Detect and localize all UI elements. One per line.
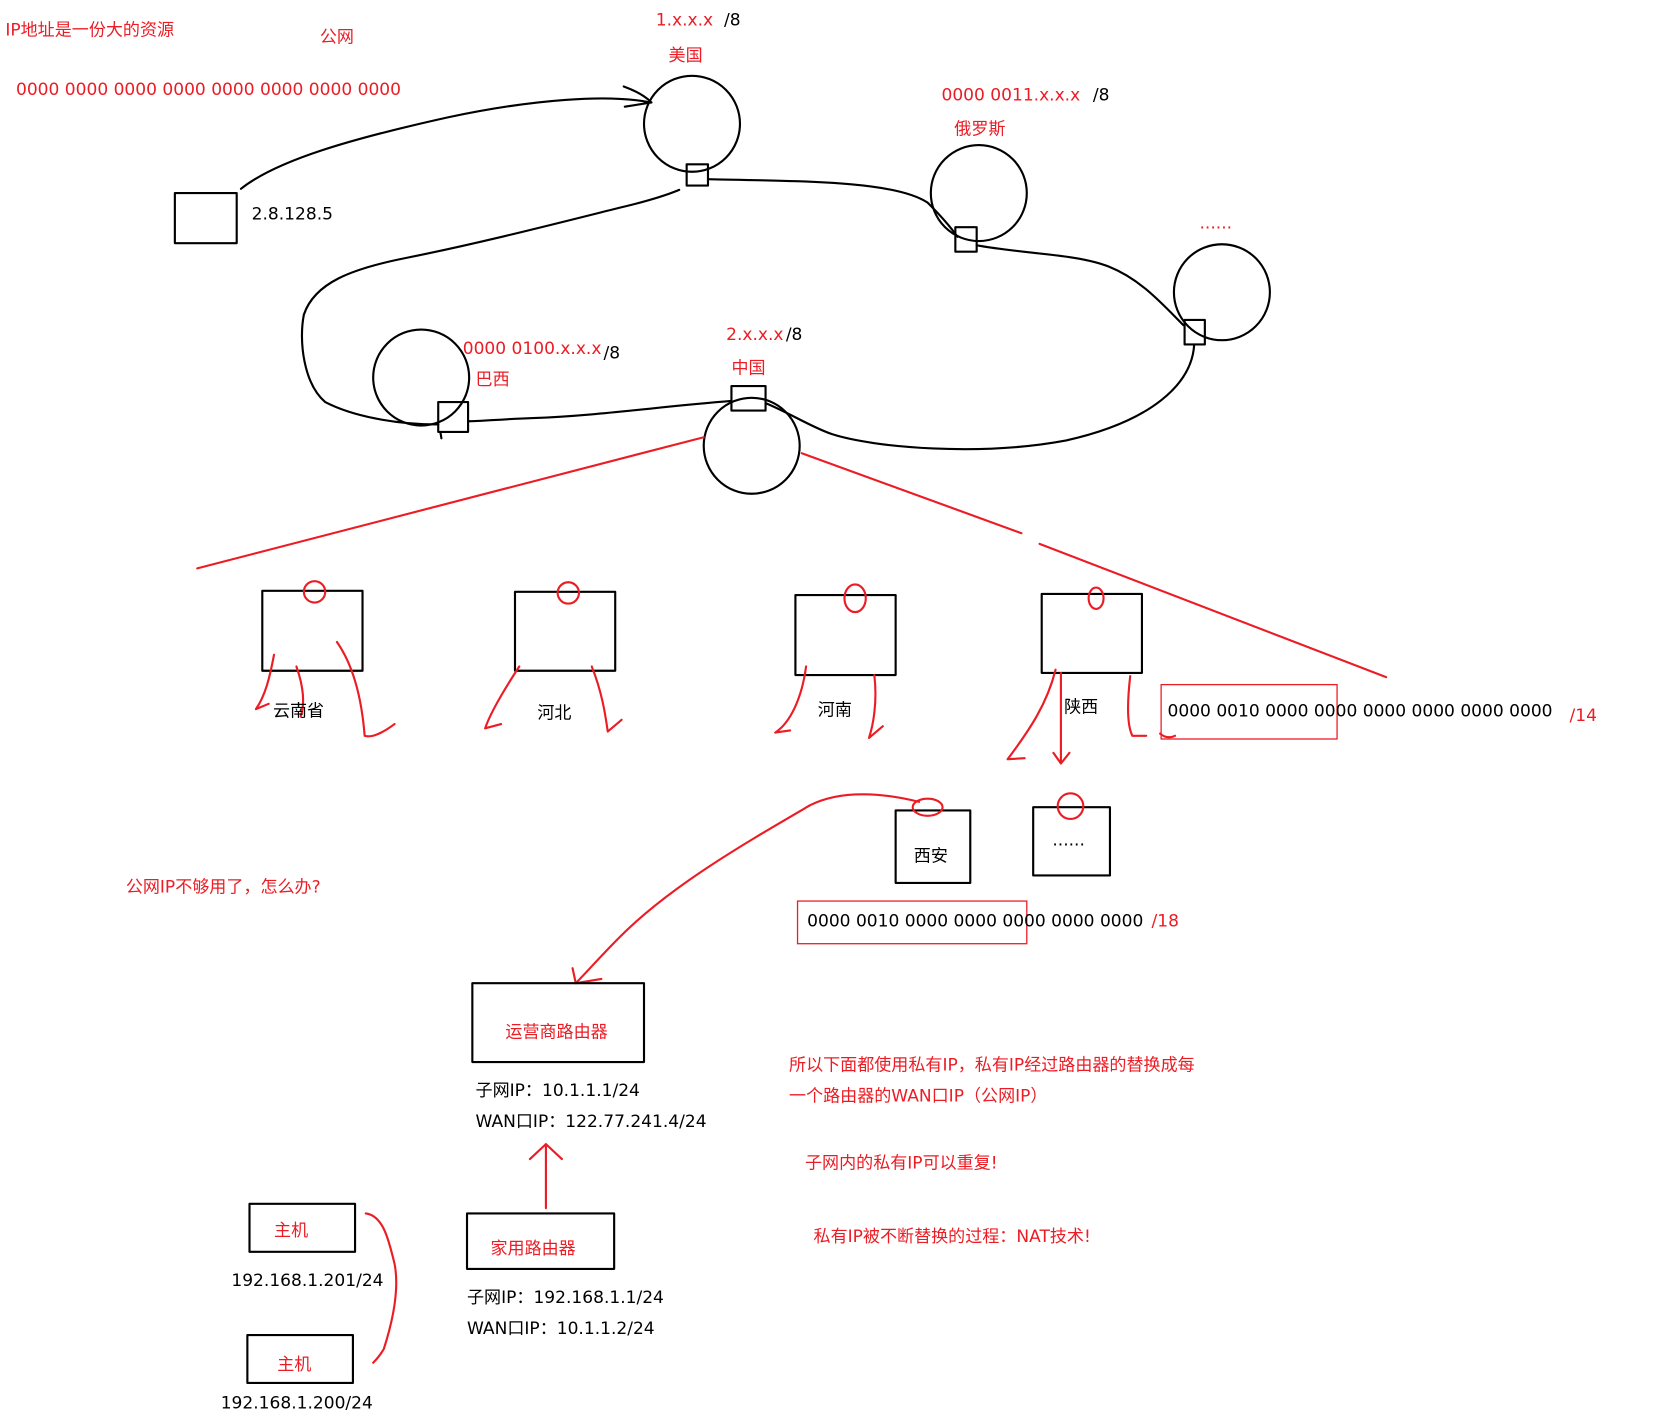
host-to-usa-arrowhead [622,85,653,108]
explain-line-2: 一个路由器的WAN口IP（公网IP） [789,1087,1047,1107]
home-to-isp-arrowhead [528,1143,563,1161]
province-box-shaanxi [1040,592,1144,674]
host-label-2: 主机 [277,1355,311,1375]
city-router-marker-other [1056,792,1085,821]
brazil-prefix: 0000 0100.x.x.x [463,339,602,359]
russia-network-circle [929,144,1028,243]
province-prefix-bits: 0000 0010 0000 0000 0000 0000 0000 0000 [1168,702,1553,722]
shaanxi-branch-middle [1052,671,1071,765]
yunnan-branch-left [254,653,276,711]
brazil-mask: /8 [603,343,620,363]
henan-branch-left [774,665,808,734]
other-country-label: ...... [1200,213,1233,233]
yunnan-branch-middle [295,665,305,718]
usa-router-square [685,163,710,187]
city-box-xian [894,809,972,884]
china-mask: /8 [786,325,803,345]
china-prefix: 2.x.x.x [726,325,783,345]
china-fan-right-line-lower [1038,542,1388,679]
china-router-square [730,384,767,412]
host-ip-2: 192.168.1.200/24 [221,1394,373,1414]
usa-name: 美国 [669,46,703,66]
shaanxi-branch-left [1006,668,1057,761]
province-router-marker-henan [843,583,867,614]
city-prefix-bits: 0000 0010 0000 0000 0000 0000 0000 [807,912,1143,932]
host-computer-box [173,192,238,245]
province-prefix-highlight-box [1160,683,1338,740]
isp-router-label: 运营商路由器 [505,1023,607,1043]
host-label-1: 主机 [274,1221,308,1241]
home-router-subnet-ip: 子网IP：192.168.1.1/24 [467,1288,664,1308]
host-box-2 [246,1333,354,1385]
host-ip-label: 2.8.128.5 [252,205,333,225]
host-ip-1: 192.168.1.201/24 [231,1271,383,1291]
henan-branch-right [867,673,884,739]
province-name-henan: 河南 [818,701,852,721]
usa-mask: /8 [724,11,741,31]
province-name-shaanxi: 陕西 [1064,697,1098,717]
public-net-label: 公网 [320,28,354,48]
isp-router-subnet-ip: 子网IP：10.1.1.1/24 [476,1081,640,1101]
china-network-circle [702,396,801,495]
other-network-circle [1172,243,1271,342]
city-router-marker-xian [911,797,944,817]
brazil-name: 巴西 [476,370,510,390]
home-router-label: 家用路由器 [490,1239,575,1259]
usa-prefix: 1.x.x.x [656,11,713,31]
province-router-marker-hebei [556,581,581,605]
usa-russia-link [706,178,959,238]
yunnan-branch-right [335,640,396,738]
russia-prefix: 0000 0011.x.x.x [941,85,1080,105]
out-of-ips-question: 公网IP不够用了，怎么办? [126,878,321,898]
province-prefix-mask: /14 [1570,706,1597,726]
china-name: 中国 [731,358,765,378]
province-router-marker-yunnan [302,580,327,604]
resource-title: IP地址是一份大的资源 [5,20,174,40]
russia-router-square [954,226,978,253]
province-name-yunnan: 云南省 [273,702,324,722]
city-prefix-mask: /18 [1152,912,1179,932]
brazil-link-stub [439,430,443,440]
isp-router-box [471,982,646,1064]
hebei-branch-left [484,665,521,730]
province-name-hebei: 河北 [537,704,571,724]
brazil-usa-link [300,188,681,426]
city-box-other [1032,806,1112,877]
province-box-hebei [513,590,617,672]
china-fan-left-line [196,436,705,570]
usa-network-circle [642,74,742,173]
russia-mask: /8 [1093,85,1110,105]
shaanxi-branch-right [1127,675,1148,737]
city-name-xian: 西安 [914,847,948,867]
russia-name: 俄罗斯 [954,119,1005,139]
city-name-other: ...... [1052,831,1085,851]
home-router-box [465,1212,616,1270]
brazil-router-square [437,400,470,433]
other-china-link [764,343,1196,451]
host-to-usa-link [239,97,652,190]
private-ip-repeat-note: 子网内的私有IP可以重复! [805,1154,998,1174]
host-box-1 [248,1202,357,1253]
home-router-wan-ip: WAN口IP：10.1.1.2/24 [467,1319,655,1339]
xian-to-isp-arrow [574,793,921,985]
province-router-marker-shaanxi [1087,586,1105,610]
explain-line-1: 所以下面都使用私有IP，私有IP经过路由器的替换成每 [789,1055,1195,1076]
full-address-bits: 0000 0000 0000 0000 0000 0000 0000 0000 [16,80,401,100]
china-brazil-link [467,399,733,423]
hebei-branch-right [590,665,623,733]
city-prefix-highlight-box [796,900,1028,945]
russia-other-link [975,244,1185,327]
nat-note: 私有IP被不断替换的过程：NAT技术! [814,1227,1091,1247]
china-fan-right-line-upper [800,452,1023,535]
isp-router-wan-ip: WAN口IP：122.77.241.4/24 [476,1112,707,1132]
hosts-grouping-brace [364,1212,398,1364]
province-box-yunnan [261,589,364,672]
brazil-network-circle [372,328,471,427]
